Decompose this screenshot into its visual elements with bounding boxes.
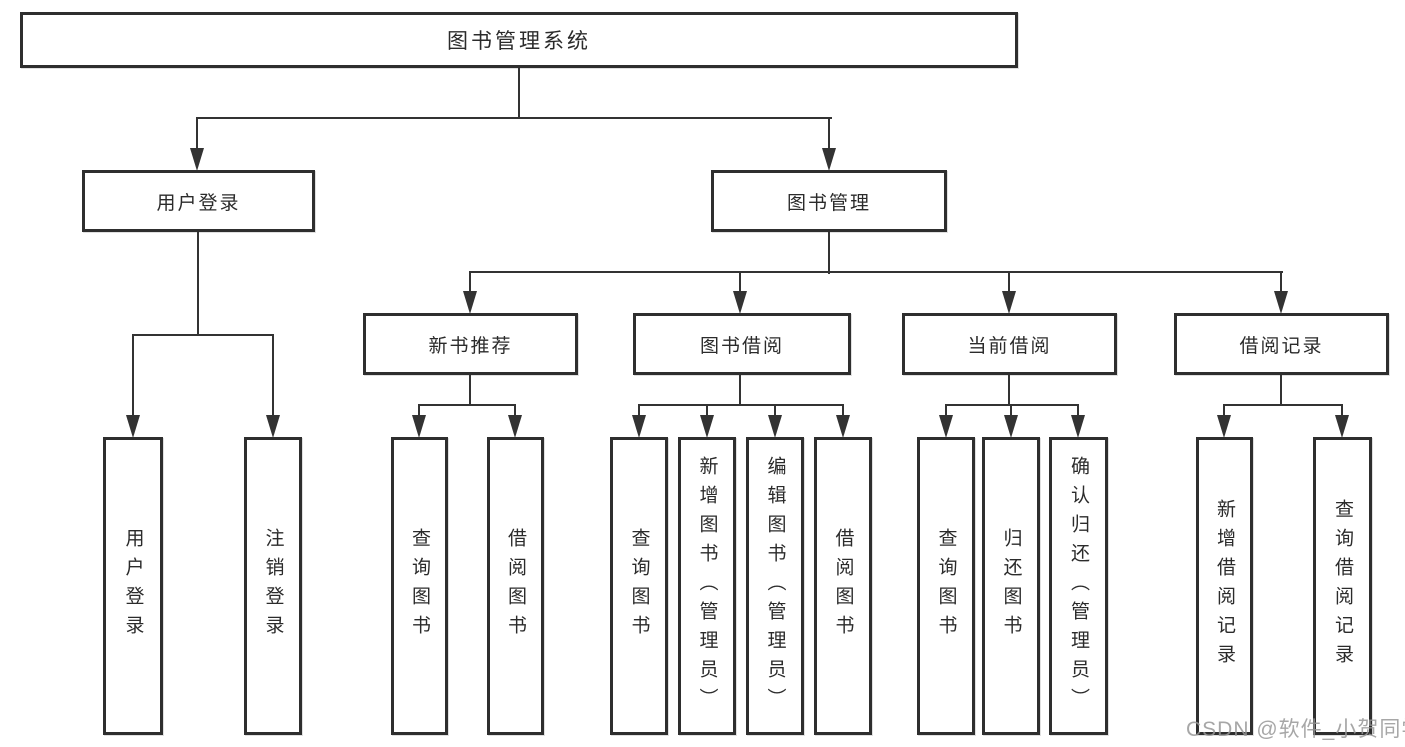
- node-new-book-recommend-label: 新书推荐: [428, 335, 513, 357]
- arrowhead-down: [1274, 291, 1288, 314]
- connector-line: [828, 232, 830, 274]
- arrowhead-down: [700, 415, 714, 438]
- leaf-confirm-return-admin: 确认归还（管理员）: [1049, 437, 1108, 735]
- leaf-user-login-label: 用户登录: [122, 528, 144, 644]
- connector-line: [1280, 271, 1282, 295]
- connector-line: [774, 404, 776, 420]
- arrowhead-down: [266, 415, 280, 438]
- node-user-login-label: 用户登录: [156, 192, 241, 214]
- connector-line: [418, 404, 420, 420]
- connector-line: [638, 404, 844, 406]
- node-book-management-label: 图书管理: [786, 192, 871, 214]
- arrowhead-down: [463, 291, 477, 314]
- node-user-login: 用户登录: [82, 170, 315, 232]
- connector-line: [272, 334, 274, 418]
- leaf-query-book-current-label: 查询图书: [935, 528, 957, 644]
- connector-line: [196, 117, 832, 119]
- connector-line: [1223, 404, 1343, 406]
- arrowhead-down: [822, 148, 836, 171]
- connector-line: [1077, 404, 1079, 420]
- node-book-borrow: 图书借阅: [633, 313, 851, 375]
- leaf-add-book-admin-label: 新增图书（管理员）: [696, 455, 718, 717]
- leaf-query-book-borrow: 查询图书: [610, 437, 668, 735]
- connector-line: [418, 404, 516, 406]
- arrowhead-down: [939, 415, 953, 438]
- leaf-add-borrow-record: 新增借阅记录: [1196, 437, 1253, 735]
- leaf-add-borrow-record-label: 新增借阅记录: [1214, 499, 1235, 673]
- connector-line: [945, 404, 947, 420]
- arrowhead-down: [1217, 415, 1231, 438]
- arrowhead-down: [508, 415, 522, 438]
- arrowhead-down: [190, 148, 204, 171]
- connector-line: [1008, 375, 1010, 406]
- arrowhead-down: [733, 291, 747, 314]
- node-borrow-record-label: 借阅记录: [1239, 335, 1324, 357]
- connector-line: [132, 334, 274, 336]
- connector-line: [197, 232, 199, 336]
- connector-line: [739, 271, 741, 295]
- connector-line: [1008, 271, 1010, 295]
- arrowhead-down: [1335, 415, 1349, 438]
- connector-line: [1341, 404, 1343, 420]
- arrowhead-down: [1071, 415, 1085, 438]
- connector-line: [706, 404, 708, 420]
- arrowhead-down: [1004, 415, 1018, 438]
- node-root-label: 图书管理系统: [447, 30, 591, 53]
- leaf-borrow-book-recommend-label: 借阅图书: [505, 528, 526, 644]
- node-new-book-recommend: 新书推荐: [363, 313, 578, 375]
- connector-line: [469, 375, 471, 406]
- arrowhead-down: [632, 415, 646, 438]
- node-current-borrow: 当前借阅: [902, 313, 1117, 375]
- connector-line: [638, 404, 640, 420]
- leaf-user-login: 用户登录: [103, 437, 163, 735]
- watermark: CSDN @软件_小贺同学: [1186, 718, 1405, 741]
- connector-line: [518, 68, 520, 118]
- connector-line: [1223, 404, 1225, 420]
- leaf-query-book-recommend-label: 查询图书: [409, 528, 430, 644]
- connector-line: [469, 271, 471, 295]
- arrowhead-down: [412, 415, 426, 438]
- arrowhead-down: [1002, 291, 1016, 314]
- connector-line: [739, 375, 741, 406]
- leaf-query-book-borrow-label: 查询图书: [628, 528, 650, 644]
- leaf-confirm-return-admin-label: 确认归还（管理员）: [1068, 455, 1089, 717]
- connector-line: [828, 117, 830, 153]
- leaf-logout: 注销登录: [244, 437, 302, 735]
- leaf-logout-label: 注销登录: [262, 528, 284, 644]
- leaf-borrow-book-recommend: 借阅图书: [487, 437, 544, 735]
- connector-line: [514, 404, 516, 420]
- node-current-borrow-label: 当前借阅: [967, 335, 1052, 357]
- leaf-query-book-recommend: 查询图书: [391, 437, 448, 735]
- leaf-borrow-book-label: 借阅图书: [832, 528, 854, 644]
- leaf-edit-book-admin: 编辑图书（管理员）: [746, 437, 804, 735]
- connector-line: [1280, 375, 1282, 406]
- connector-line: [469, 271, 1283, 273]
- connector-line: [842, 404, 844, 420]
- leaf-return-book: 归还图书: [982, 437, 1040, 735]
- connector-line: [132, 334, 134, 418]
- node-book-borrow-label: 图书借阅: [699, 335, 784, 357]
- connector-line: [196, 117, 198, 153]
- connector-line: [1010, 404, 1012, 420]
- node-borrow-record: 借阅记录: [1174, 313, 1389, 375]
- leaf-edit-book-admin-label: 编辑图书（管理员）: [764, 455, 786, 717]
- leaf-query-borrow-record: 查询借阅记录: [1313, 437, 1372, 735]
- leaf-query-borrow-record-label: 查询借阅记录: [1332, 499, 1353, 673]
- arrowhead-down: [768, 415, 782, 438]
- connector-line: [945, 404, 1079, 406]
- node-book-management: 图书管理: [711, 170, 947, 232]
- leaf-add-book-admin: 新增图书（管理员）: [678, 437, 736, 735]
- node-root: 图书管理系统: [20, 12, 1018, 68]
- leaf-borrow-book: 借阅图书: [814, 437, 872, 735]
- leaf-query-book-current: 查询图书: [917, 437, 975, 735]
- arrowhead-down: [836, 415, 850, 438]
- leaf-return-book-label: 归还图书: [1000, 528, 1022, 644]
- arrowhead-down: [126, 415, 140, 438]
